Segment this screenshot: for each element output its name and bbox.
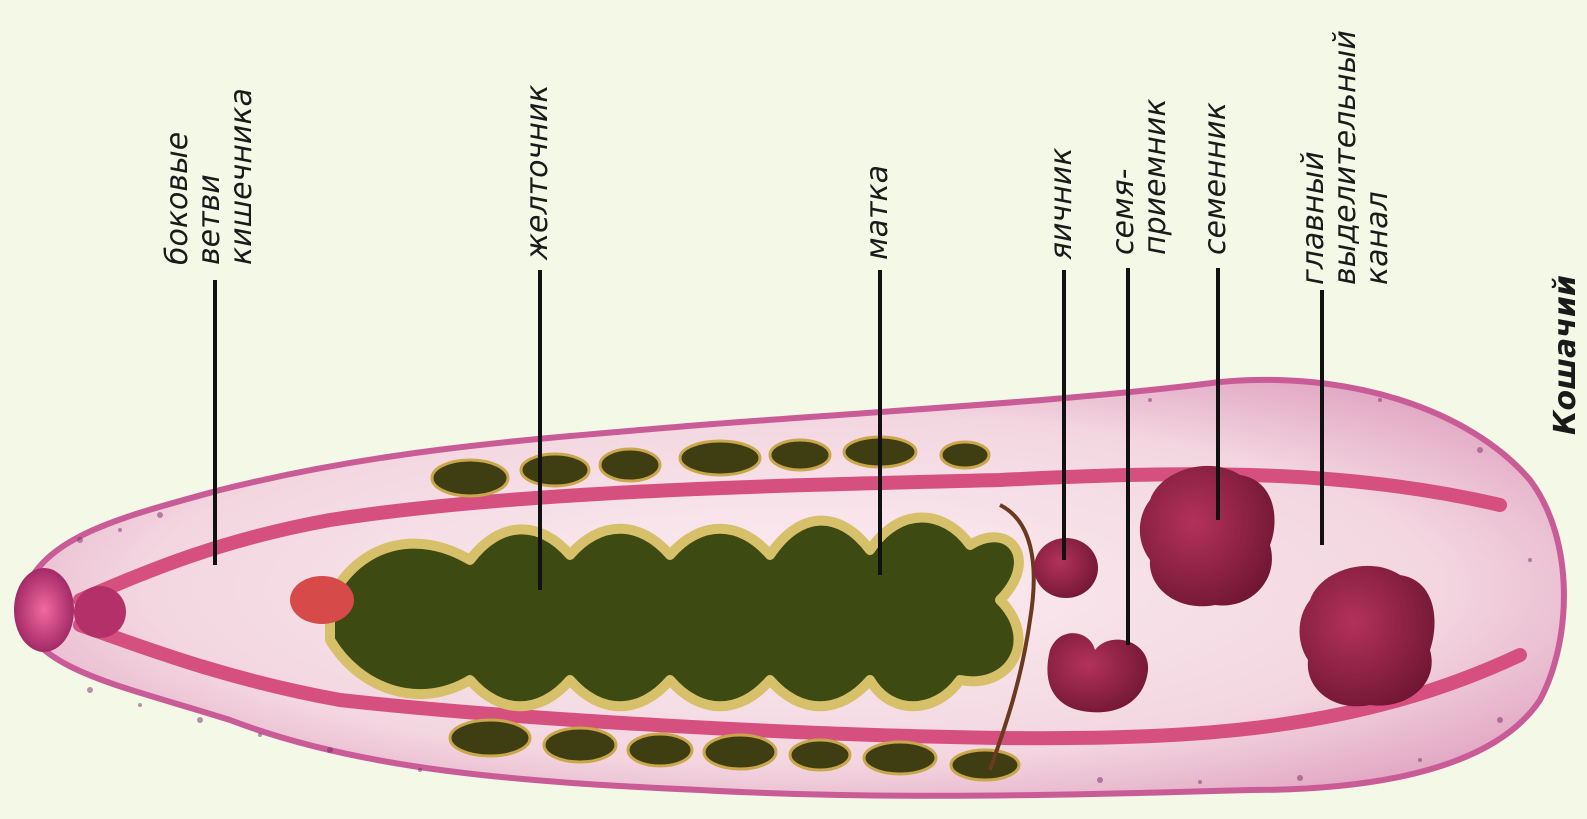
title-text: Кошачий: [1548, 235, 1583, 435]
pharynx: [74, 586, 126, 638]
label-side-branches: боковые ветви кишечника: [162, 20, 258, 265]
oral-sucker: [14, 568, 74, 652]
label-excretory-canal: главный выделительный канал: [1298, 20, 1394, 285]
uterus: [330, 518, 1019, 707]
testis-posterior: [1300, 566, 1435, 706]
label-ovary: яичник: [1046, 90, 1078, 260]
testis-anterior: [1140, 466, 1275, 606]
label-uterus: матка: [862, 100, 894, 260]
label-testis: семенник: [1200, 45, 1232, 255]
uterus-end: [290, 576, 354, 624]
label-seminal-receptacle: семя- приемник: [1108, 45, 1172, 255]
label-vitellarium: желточник: [522, 10, 554, 260]
